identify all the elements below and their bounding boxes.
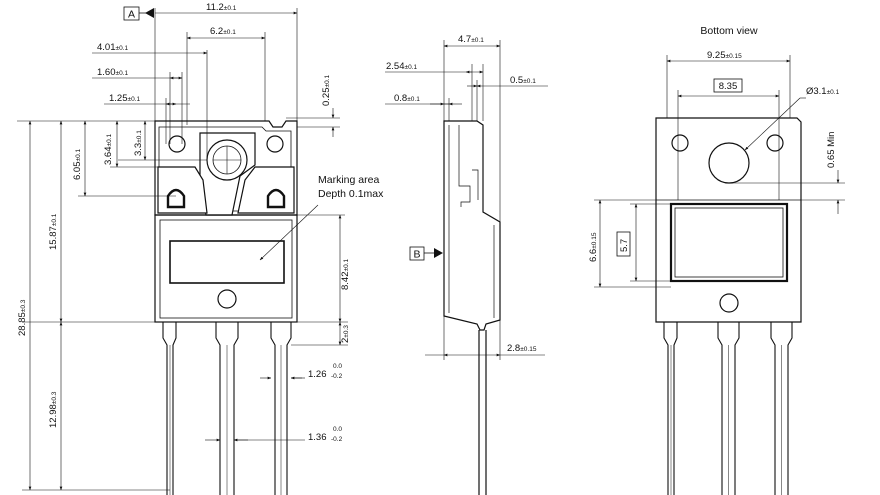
side-detail-2 <box>472 169 479 200</box>
dim-3-3: 3.3±0.1 <box>133 130 144 156</box>
dim-8-35-box <box>713 78 743 93</box>
dim-1-26-upper-tol: 0.0 <box>333 363 342 370</box>
dim-0-8: 0.8±0.1 <box>394 93 420 104</box>
side-detail-1 <box>458 125 471 207</box>
front-dimensions <box>17 8 348 491</box>
dim-2: 2±0.3 <box>340 325 351 343</box>
bottom-exposed-pad-inner <box>674 207 784 278</box>
front-leads <box>162 322 292 495</box>
datum-b-symbol <box>409 246 443 261</box>
side-body-outline <box>443 120 501 331</box>
dim-1-36: 1.36 <box>308 432 327 443</box>
dim-6-05: 6.05±0.1 <box>72 149 83 180</box>
dim-8-35: 8.35 <box>719 81 738 92</box>
bottom-view <box>655 117 802 495</box>
dim-3-64: 3.64±0.1 <box>103 134 114 165</box>
marking-depth-label: Depth 0.1max <box>318 188 384 200</box>
dim-5-7-box <box>616 231 631 257</box>
bottom-hole-left <box>671 134 689 152</box>
dim-1-25: 1.25±0.1 <box>109 93 140 104</box>
bottom-tab-outline <box>655 117 802 323</box>
dim-8-42: 8.42±0.1 <box>340 259 351 290</box>
front-body-hole <box>217 289 237 309</box>
dim-hole-diameter: Ø3.1±0.1 <box>806 86 840 97</box>
dim-1-26: 1.26 <box>308 369 327 380</box>
front-hole-right <box>266 135 284 153</box>
dim-28-85: 28.85±0.3 <box>17 299 28 336</box>
dim-4-01: 4.01±0.1 <box>97 42 128 53</box>
bottom-leads <box>663 322 793 495</box>
front-pin-right <box>266 188 286 209</box>
bottom-body-hole <box>719 293 739 313</box>
marking-area <box>169 240 285 284</box>
front-hole-left <box>168 135 186 153</box>
dim-0-5: 0.5±0.1 <box>510 75 536 86</box>
dim-4-7: 4.7±0.1 <box>458 34 484 45</box>
side-view <box>443 120 501 495</box>
side-dimensions <box>385 40 548 360</box>
bottom-exposed-pad <box>669 202 789 283</box>
dim-6-6: 6.6±0.15 <box>588 232 599 262</box>
dim-11-2: 11.2±0.1 <box>206 2 237 13</box>
dim-2-8: 2.8±0.15 <box>507 343 537 354</box>
dim-0-65-min: 0.65 Min <box>826 132 837 168</box>
front-body <box>154 214 298 323</box>
marking-area-label: Marking area <box>318 174 379 186</box>
dim-9-25: 9.25±0.15 <box>707 50 742 61</box>
datum-b-label: B <box>413 249 420 261</box>
bottom-view-title: Bottom view <box>700 25 758 37</box>
front-right-pad <box>237 166 295 214</box>
dim-1-36-upper-tol: 0.0 <box>333 426 342 433</box>
front-pin-left <box>166 188 186 209</box>
datum-a-symbol <box>123 6 154 21</box>
dim-6-2: 6.2±0.1 <box>210 26 236 37</box>
dim-1-60: 1.60±0.1 <box>97 67 128 78</box>
front-left-pad <box>157 166 208 214</box>
dim-5-7: 5.7 <box>619 239 630 252</box>
bottom-hole-right <box>766 134 784 152</box>
dim-1-36-lower-tol: -0.2 <box>331 436 343 443</box>
bottom-center-hole <box>708 142 750 184</box>
datum-a-label: A <box>128 9 135 21</box>
dim-15-87: 15.87±0.1 <box>48 213 59 250</box>
dim-12-98: 12.98±0.3 <box>48 391 59 428</box>
dim-2-54: 2.54±0.1 <box>386 61 417 72</box>
front-body-inner <box>159 219 293 319</box>
dim-0-25: 0.25±0.1 <box>321 75 332 106</box>
dim-1-26-lower-tol: -0.2 <box>331 373 343 380</box>
front-view <box>154 120 298 495</box>
bottom-dimensions <box>594 55 845 288</box>
